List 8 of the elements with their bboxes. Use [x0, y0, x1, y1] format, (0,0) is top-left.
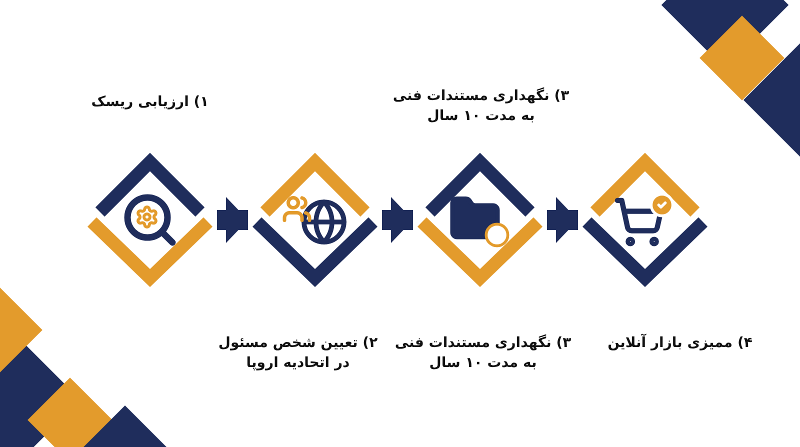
block-arrow	[547, 197, 578, 243]
step-caption: ۴) ممیزی بازار آنلاین	[606, 333, 754, 353]
step-caption: ۱) ارزیابی ریسک	[90, 93, 210, 112]
step-caption: ۳) نگهداری مستندات فنی به مدت ۱۰ سال	[392, 86, 570, 126]
block-arrow	[217, 197, 248, 243]
step-caption: ۳) نگهداری مستندات فنی به مدت ۱۰ سال	[394, 333, 572, 373]
step-caption: ۲) تعیین شخص مسئول در اتحادیه اروپا	[217, 334, 379, 373]
block-arrow	[382, 197, 413, 243]
